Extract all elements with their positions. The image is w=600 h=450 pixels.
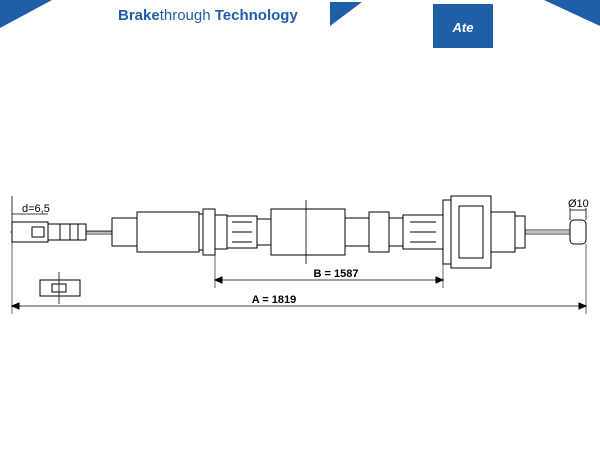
thread-marks bbox=[59, 224, 79, 240]
ball-end bbox=[569, 219, 587, 245]
diameter-label: Ø10 bbox=[568, 198, 589, 210]
main-tube bbox=[270, 208, 346, 256]
sleeve-large bbox=[136, 211, 200, 253]
tube-neck bbox=[344, 217, 370, 247]
dim-b-label: B = 1587 bbox=[314, 268, 359, 280]
ate-logo-text: Ate bbox=[452, 20, 474, 35]
left-corner-shape bbox=[0, 0, 52, 28]
dim-a-label: A = 1819 bbox=[252, 294, 297, 306]
cable-assembly bbox=[10, 195, 588, 314]
brand-word-bold: Brake bbox=[118, 7, 160, 24]
brand-title: Brakethrough Technology bbox=[118, 7, 298, 24]
collar-right bbox=[368, 211, 390, 253]
bellow-right-ribs bbox=[410, 221, 436, 243]
brand-word-light: through bbox=[159, 7, 211, 24]
eye-slot bbox=[31, 226, 45, 238]
nut-washer bbox=[214, 214, 228, 250]
nut-left bbox=[202, 208, 216, 256]
eye-end bbox=[11, 221, 49, 243]
brand-word-rest: Technology bbox=[214, 7, 298, 24]
bellow-ribs bbox=[232, 221, 252, 243]
collar-neck bbox=[388, 217, 404, 247]
sleeve-mid bbox=[256, 218, 272, 246]
adjust-nut bbox=[490, 211, 516, 253]
header-banner: Ate bbox=[0, 0, 600, 48]
sleeve-small bbox=[111, 217, 138, 247]
ate-logo bbox=[433, 4, 493, 48]
brand-tail-shape bbox=[330, 2, 362, 26]
d-label: d=6,5 bbox=[22, 203, 50, 215]
flange-plate bbox=[442, 199, 452, 265]
right-corner-shape bbox=[544, 0, 600, 26]
threaded-end bbox=[47, 223, 87, 241]
